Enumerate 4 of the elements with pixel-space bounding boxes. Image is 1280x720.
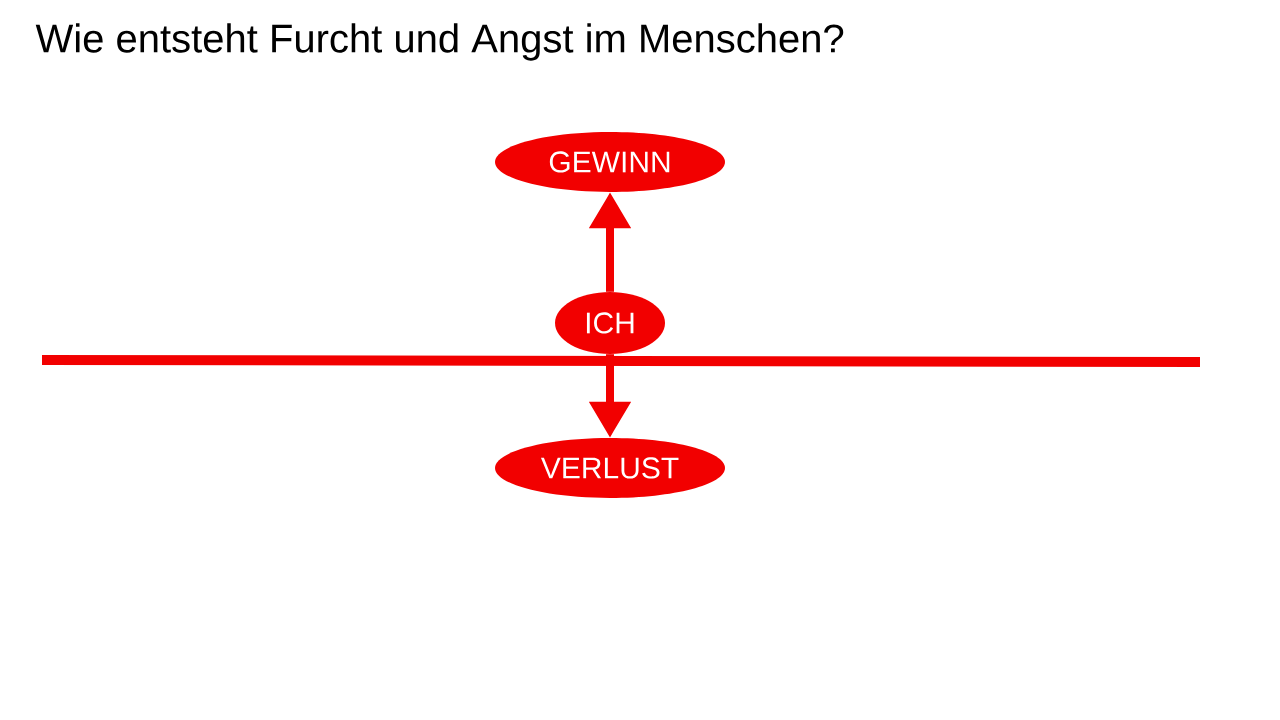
ellipse-node: VERLUST (495, 438, 725, 498)
ellipse-node: GEWINN (495, 132, 725, 192)
title: Wie entsteht Furcht und Angst im Menschen? (35, 23, 844, 61)
ellipse-node: ICH (555, 292, 665, 354)
